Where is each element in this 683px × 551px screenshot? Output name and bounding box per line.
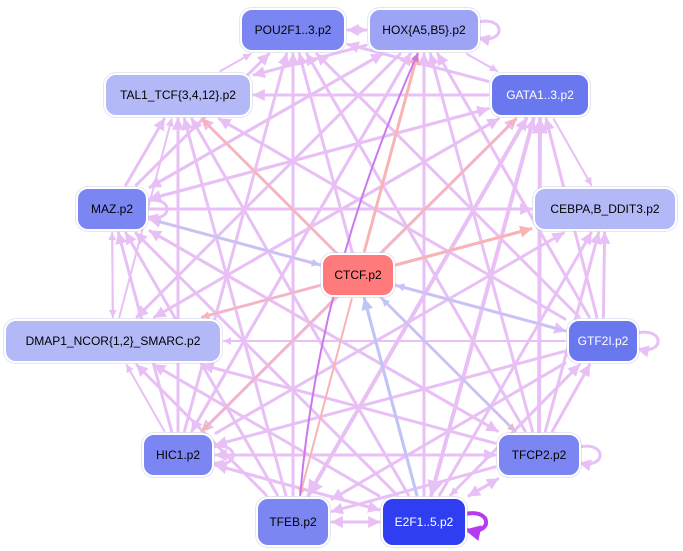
node-label: GTF2I.p2 bbox=[577, 334, 629, 348]
edge-e2f1-to-gata1 bbox=[429, 117, 537, 497]
node-label: TFCP2.p2 bbox=[511, 448, 567, 462]
edge-tfcp2-to-dmap1 bbox=[201, 361, 497, 445]
edge-ctcf-to-hox bbox=[362, 52, 421, 253]
edge-tfcp2-to-ctcf bbox=[381, 298, 516, 432]
node-label: MAZ.p2 bbox=[90, 202, 133, 216]
node-hox[interactable]: HOX{A5,B5}.p2 bbox=[368, 8, 480, 52]
node-maz[interactable]: MAZ.p2 bbox=[76, 187, 148, 231]
edge-tfcp2-to-pou2f1 bbox=[305, 52, 527, 433]
node-label: GATA1..3.p2 bbox=[506, 88, 574, 102]
edge-e2f1-to-hic1 bbox=[214, 462, 381, 512]
edge-tfcp2-to-maz bbox=[148, 229, 499, 433]
node-label: HOX{A5,B5}.p2 bbox=[382, 23, 466, 37]
edge-e2f1-to-ctcf bbox=[361, 297, 419, 497]
edge-ctcf-to-tfeb bbox=[298, 298, 353, 496]
node-label: CTCF.p2 bbox=[334, 268, 382, 282]
node-tal1[interactable]: TAL1_TCF{3,4,12}.p2 bbox=[104, 73, 252, 117]
node-hic1[interactable]: HIC1.p2 bbox=[142, 433, 214, 477]
node-ctcf[interactable]: CTCF.p2 bbox=[321, 253, 395, 297]
edge-maz-to-tal1 bbox=[124, 117, 166, 187]
node-tfeb[interactable]: TFEB.p2 bbox=[256, 497, 330, 547]
edge-e2f1-to-dmap1 bbox=[152, 363, 381, 498]
edge-hic1-to-cebpa bbox=[214, 231, 565, 435]
node-label: DMAP1_NCOR{1,2}_SMARC.p2 bbox=[25, 334, 201, 348]
edge-hic1-to-hox bbox=[190, 52, 412, 433]
node-cebpa[interactable]: CEBPA,B_DDIT3.p2 bbox=[533, 187, 677, 231]
edge-ctcf-to-tal1 bbox=[201, 118, 335, 252]
edge-maz-to-gata1 bbox=[148, 105, 490, 201]
edge-gtf2i-to-tal1 bbox=[217, 117, 567, 321]
edge-ctcf-to-hic1 bbox=[201, 298, 335, 432]
edge-hic1-to-dmap1 bbox=[125, 364, 166, 432]
edge-tfeb-to-gata1 bbox=[307, 117, 528, 497]
self-loop-gtf2i bbox=[636, 330, 660, 358]
edge-e2f1-to-tal1 bbox=[190, 117, 410, 497]
node-label: TFEB.p2 bbox=[269, 515, 317, 529]
node-pou2f1[interactable]: POU2F1..3.p2 bbox=[240, 8, 346, 52]
edge-maz-to-hox bbox=[148, 52, 384, 189]
edge-ctcf-to-cebpa bbox=[395, 225, 533, 267]
edge-gtf2i-to-hox bbox=[436, 52, 591, 319]
edge-dmap1-to-maz bbox=[108, 232, 117, 318]
edge-tfcp2-to-gtf2i bbox=[550, 363, 592, 433]
edge-tfcp2-to-gata1 bbox=[531, 117, 548, 433]
edge-hox-to-gata1 bbox=[465, 53, 499, 72]
edge-e2f1-to-cebpa bbox=[438, 231, 593, 497]
node-label: HIC1.p2 bbox=[155, 448, 201, 462]
node-label: TAL1_TCF{3,4,12}.p2 bbox=[120, 88, 236, 102]
self-loop-tfcp2 bbox=[578, 444, 602, 472]
edge-ctcf-to-dmap1 bbox=[201, 284, 320, 319]
edge-maz-to-ctcf bbox=[149, 218, 320, 267]
node-gtf2i[interactable]: GTF2I.p2 bbox=[567, 319, 639, 363]
node-gata1[interactable]: GATA1..3.p2 bbox=[490, 73, 590, 117]
edge-ctcf-to-gata1 bbox=[381, 118, 517, 252]
node-e2f1[interactable]: E2F1..5.p2 bbox=[381, 497, 467, 547]
edge-tfeb-to-maz bbox=[124, 231, 279, 497]
edge-gata1-to-cebpa bbox=[552, 118, 593, 186]
edge-gtf2i-to-cebpa bbox=[598, 231, 611, 319]
self-loop-maz bbox=[145, 198, 169, 226]
node-tfcp2[interactable]: TFCP2.p2 bbox=[497, 433, 581, 477]
self-loop-hox bbox=[477, 19, 501, 47]
edge-tal1-to-pou2f1 bbox=[219, 53, 252, 72]
edge-e2f1-to-tfcp2 bbox=[467, 477, 500, 498]
edge-gtf2i-to-ctcf bbox=[396, 283, 566, 332]
self-loop-e2f1 bbox=[464, 511, 489, 541]
edge-dmap1-to-gata1 bbox=[153, 117, 500, 319]
node-label: CEBPA,B_DDIT3.p2 bbox=[550, 202, 660, 216]
self-loop-hic1 bbox=[211, 444, 235, 472]
node-label: E2F1..5.p2 bbox=[394, 515, 454, 529]
node-dmap1[interactable]: DMAP1_NCOR{1,2}_SMARC.p2 bbox=[4, 319, 222, 363]
edge-e2f1-to-maz bbox=[134, 231, 399, 497]
node-label: POU2F1..3.p2 bbox=[254, 23, 332, 37]
